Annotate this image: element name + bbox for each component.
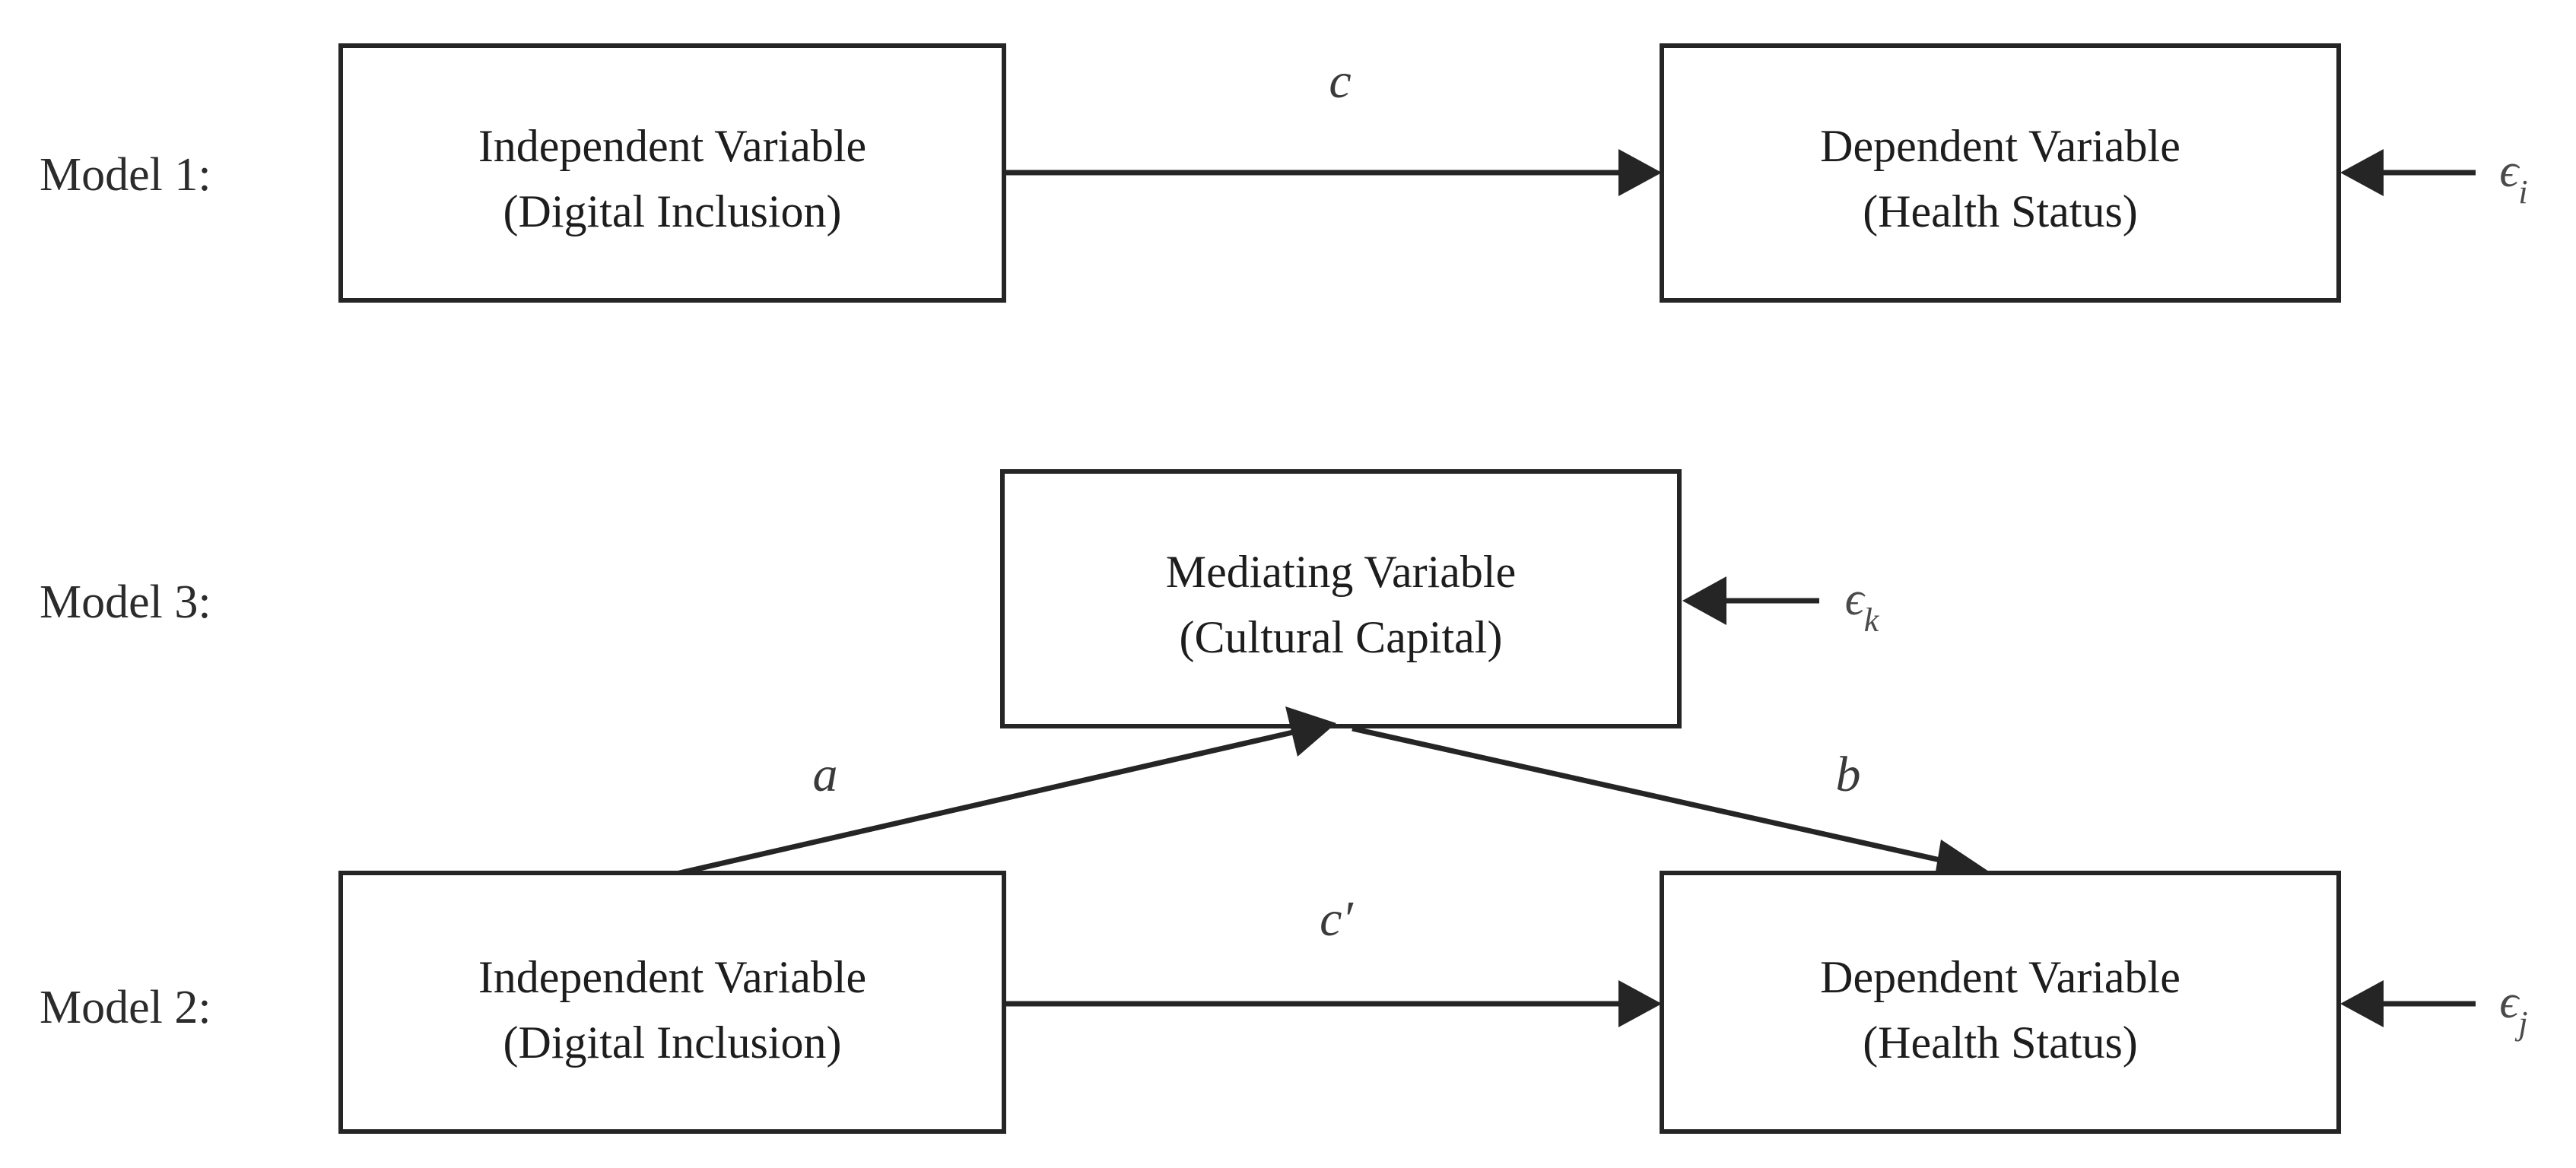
error-epsilon-k-arrow <box>1682 576 1819 625</box>
path-a-label: a <box>813 747 838 802</box>
box-model3-mediating-variable-line2: (Cultural Capital) <box>1180 612 1503 662</box>
path-c-prime-label: c′ <box>1320 891 1354 947</box>
error-epsilon-j-arrow <box>2340 980 2476 1027</box>
model-1-label: Model 1: <box>40 149 211 201</box>
error-epsilon-j-symbol: ϵ <box>2499 976 2520 1028</box>
box-model3-mediating-variable-rect <box>1000 469 1682 728</box>
box-model1-dependent-variable: Dependent Variable (Health Status) <box>1660 43 2341 303</box>
box-model2-independent-variable: Independent Variable (Digital Inclusion) <box>338 871 1006 1134</box>
error-epsilon-i-subscript: i <box>2518 173 2527 211</box>
path-a-line <box>672 729 1294 878</box>
path-a-arrow <box>672 706 1336 878</box>
box-model1-dependent-variable-line1: Dependent Variable <box>1820 121 2181 171</box>
box-model2-dependent-variable: Dependent Variable (Health Status) <box>1660 871 2341 1134</box>
error-epsilon-k-arrowhead <box>1682 576 1726 625</box>
box-model2-independent-variable-rect <box>338 871 1006 1134</box>
error-epsilon-k-symbol: ϵ <box>1845 573 1866 625</box>
box-model3-mediating-variable: Mediating Variable (Cultural Capital) <box>1000 469 1682 728</box>
box-model2-independent-variable-line2: (Digital Inclusion) <box>503 1017 842 1068</box>
error-epsilon-j-label: ϵj <box>2499 976 2527 1042</box>
error-epsilon-k-subscript: k <box>1864 601 1880 639</box>
path-b-arrow <box>1352 725 1991 890</box>
box-model1-independent-variable: Independent Variable (Digital Inclusion) <box>338 43 1006 303</box>
path-c-arrowhead <box>1618 149 1662 196</box>
path-c-prime-arrowhead <box>1618 980 1662 1027</box>
path-b-line <box>1352 725 1948 865</box>
error-epsilon-i-label: ϵi <box>2499 145 2527 211</box>
model-2-label: Model 2: <box>40 982 211 1033</box>
box-model1-independent-variable-line2: (Digital Inclusion) <box>503 186 842 236</box>
error-epsilon-i-symbol: ϵ <box>2499 145 2520 197</box>
box-model1-independent-variable-rect <box>338 43 1006 303</box>
path-c-prime-arrow <box>1004 980 1662 1027</box>
error-epsilon-i-arrow <box>2340 149 2476 196</box>
path-c-arrow <box>1004 149 1662 196</box>
box-model2-dependent-variable-line2: (Health Status) <box>1863 1017 2138 1068</box>
box-model1-dependent-variable-rect <box>1660 43 2341 303</box>
error-epsilon-j-subscript: j <box>2514 1005 2527 1042</box>
model-3-label: Model 3: <box>40 576 211 628</box>
box-model1-dependent-variable-line2: (Health Status) <box>1863 186 2138 236</box>
box-model1-independent-variable-line1: Independent Variable <box>478 121 866 171</box>
path-a-arrowhead <box>1285 706 1336 757</box>
path-c-label: c <box>1329 53 1351 109</box>
box-model2-dependent-variable-line1: Dependent Variable <box>1820 952 2181 1002</box>
box-model2-dependent-variable-rect <box>1660 871 2341 1134</box>
error-epsilon-j-arrowhead <box>2340 980 2384 1027</box>
error-epsilon-i-arrowhead <box>2340 149 2384 196</box>
box-model3-mediating-variable-line1: Mediating Variable <box>1166 547 1516 597</box>
error-epsilon-k-label: ϵk <box>1845 573 1880 639</box>
path-b-label: b <box>1836 747 1861 802</box>
box-model2-independent-variable-line1: Independent Variable <box>478 952 866 1002</box>
